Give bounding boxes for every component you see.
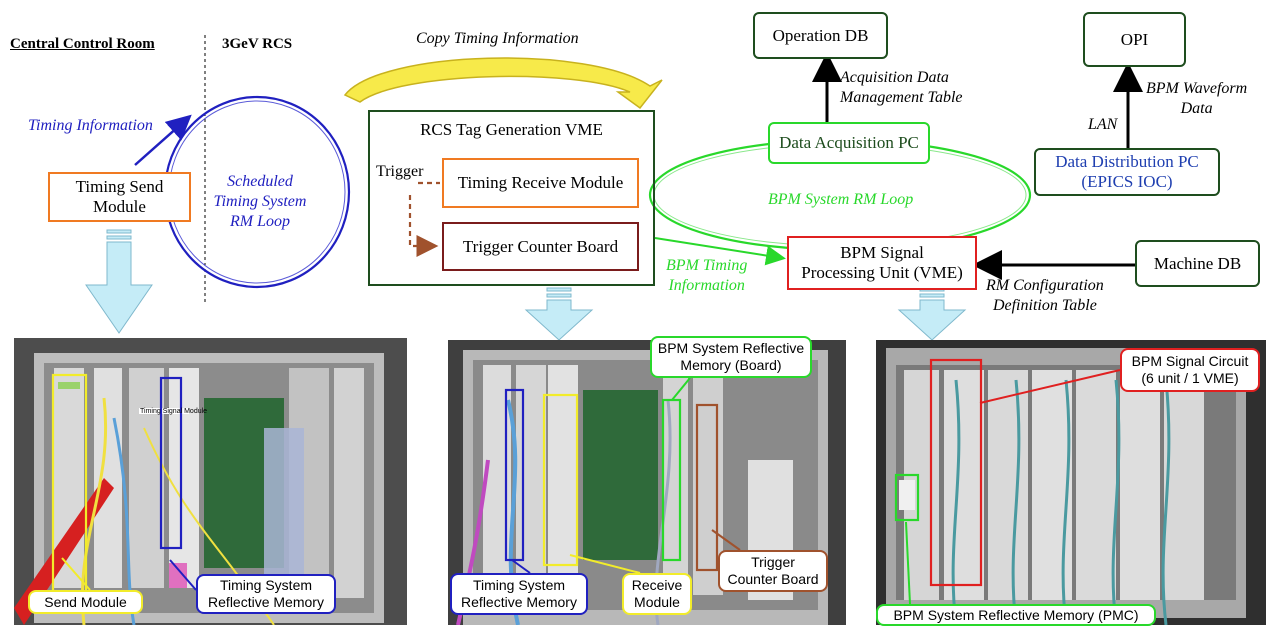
data-distribution-pc-box: Data Distribution PC (EPICS IOC): [1034, 148, 1220, 196]
down-arrow-right: [897, 287, 967, 341]
lan-label: LAN: [1088, 116, 1118, 133]
timing-information-arrow: [134, 114, 192, 166]
send-module-callout: Send Module: [28, 590, 143, 614]
scheduled-loop-label: Scheduled Timing System RM Loop: [213, 173, 307, 230]
trigger-to-counter-line: [408, 195, 439, 257]
trigger-counter-board-box: Trigger Counter Board: [442, 222, 639, 271]
bpm-rm-board-callout: BPM System Reflective Memory (Board): [650, 336, 812, 378]
bpm-rm-loop-label: BPM System RM Loop: [768, 191, 914, 208]
acquisition-table-label: Acquisition Data Management Table: [840, 69, 963, 106]
copy-timing-label: Copy Timing Information: [416, 30, 579, 47]
timing-rm-callout-left: Timing System Reflective Memory: [196, 574, 336, 614]
machine-db-box: Machine DB: [1135, 240, 1260, 287]
copy-timing-arrow: [343, 57, 663, 110]
rm-config-label: RM Configuration Definition Table: [986, 277, 1104, 314]
timing-rm-callout-center: Timing System Reflective Memory: [450, 573, 588, 615]
bpm-signal-processing-unit-box: BPM Signal Processing Unit (VME): [787, 236, 977, 290]
operation-db-box: Operation DB: [753, 12, 888, 59]
sticker-label: Timing Signal Module: [140, 408, 208, 415]
opi-box: OPI: [1083, 12, 1186, 67]
timing-send-module-box: Timing Send Module: [48, 172, 191, 222]
bpm-waveform-label: BPM Waveform Data: [1146, 80, 1248, 117]
rcs-tag-vme-box: RCS Tag Generation VME: [368, 110, 655, 286]
timing-receive-module-box: Timing Receive Module: [442, 158, 639, 208]
right-rack-drawing: [876, 340, 1266, 625]
trigger-label: Trigger: [376, 163, 424, 180]
bpm-timing-arrow: [654, 237, 786, 266]
data-acquisition-pc-box: Data Acquisition PC: [768, 122, 930, 164]
timing-information-label: Timing Information: [28, 117, 153, 134]
central-control-room-label: Central Control Room: [10, 36, 155, 52]
down-arrow-left: [85, 229, 153, 334]
rcs-label: 3GeV RCS: [222, 36, 293, 52]
down-arrow-center: [524, 287, 594, 341]
trigger-counter-callout: Trigger Counter Board: [718, 550, 828, 592]
bpm-timing-label: BPM Timing Information: [666, 257, 748, 294]
bpm-rm-pmc-callout: BPM System Reflective Memory (PMC): [876, 604, 1156, 626]
receive-module-callout: Receive Module: [622, 573, 692, 615]
bpm-signal-circuit-callout: BPM Signal Circuit (6 unit / 1 VME): [1120, 348, 1260, 392]
